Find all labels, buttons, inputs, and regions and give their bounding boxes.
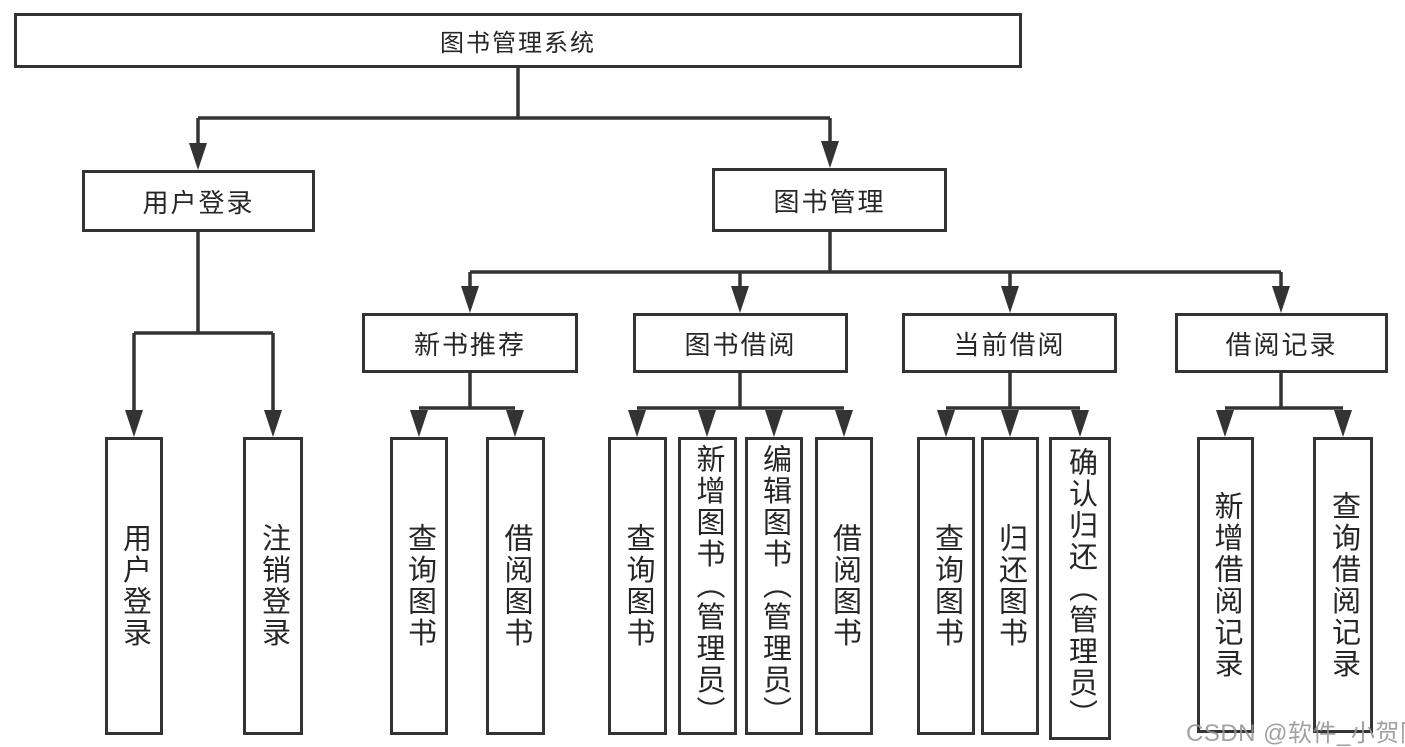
node-book-management: 图书管理 (712, 168, 947, 232)
leaf-borrow-books-recommend: 借阅图书 (486, 437, 545, 735)
leaf-confirm-return-admin: 确认归还（管理员） (1049, 437, 1111, 740)
leaf-query-books-recommend: 查询图书 (390, 437, 448, 735)
node-new-book-recommendation: 新书推荐 (362, 313, 578, 373)
node-user-login: 用户登录 (82, 170, 315, 232)
leaf-edit-books-admin: 编辑图书（管理员） (745, 437, 803, 735)
node-root: 图书管理系统 (14, 13, 1022, 68)
leaf-query-books-borrowing: 查询图书 (608, 437, 667, 735)
node-current-borrowing: 当前借阅 (902, 313, 1117, 373)
node-book-borrowing: 图书借阅 (633, 313, 848, 373)
leaf-borrow-books-borrowing: 借阅图书 (815, 437, 873, 735)
leaf-query-borrow-record: 查询借阅记录 (1313, 437, 1373, 733)
leaf-add-books-admin: 新增图书（管理员） (678, 437, 737, 735)
arrowheads (125, 141, 1352, 437)
csdn-watermark: CSDN @软件_小贺同学 (1186, 720, 1405, 747)
leaf-return-books: 归还图书 (981, 437, 1039, 735)
leaf-logout-login: 注销登录 (243, 437, 303, 735)
leaf-query-books-current: 查询图书 (917, 437, 975, 735)
leaf-user-login: 用户登录 (105, 437, 163, 735)
node-borrowing-records: 借阅记录 (1175, 313, 1388, 373)
leaf-add-borrow-record: 新增借阅记录 (1197, 437, 1254, 733)
